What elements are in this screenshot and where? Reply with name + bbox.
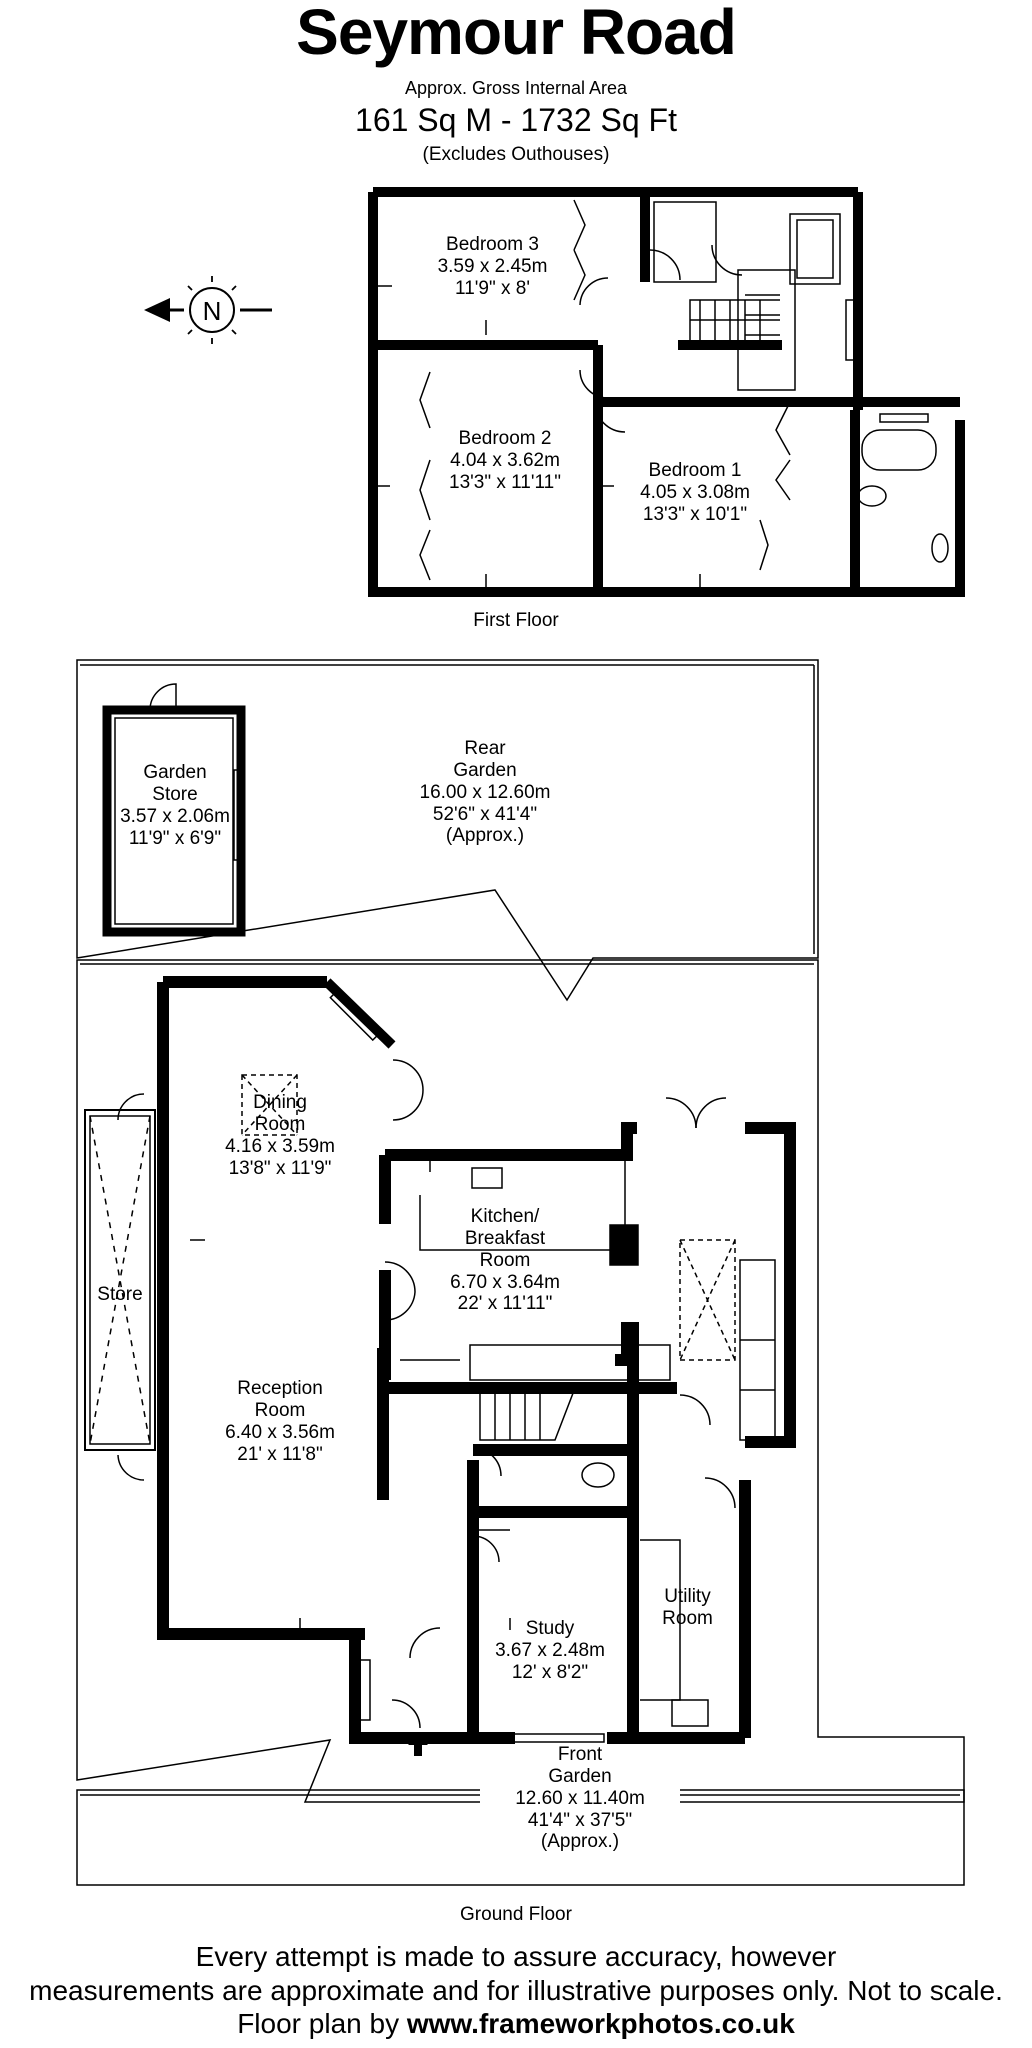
room-imperial: 13'3" x 11'11" [449, 471, 561, 493]
room-name: Store [97, 1284, 143, 1305]
room-imperial: 22' x 11'11" [457, 1293, 553, 1315]
garden-store-label: Garden Store 3.57 x 2.06m 11'9" x 6'9" [100, 762, 250, 849]
room-label-bedroom-3: Bedroom 3 3.59 x 2.45m 11'9" x 8' [400, 234, 585, 300]
room-metric: 4.16 x 3.59m [225, 1135, 335, 1157]
area-metric: 12.60 x 11.40m [515, 1787, 645, 1809]
room-imperial: 21' x 11'8" [237, 1443, 323, 1465]
room-label-reception: Reception Room 6.40 x 3.56m 21' x 11'8" [195, 1378, 365, 1465]
room-name: Utility [664, 1586, 711, 1607]
area-imperial: 41'4" x 37'5" [527, 1809, 633, 1831]
room-name: Bedroom 2 [458, 428, 552, 449]
gross-area-value: 161 Sq M - 1732 Sq Ft [355, 102, 677, 138]
disclaimer-line-2: measurements are approximate and for ill… [29, 1974, 1003, 2006]
room-label-bedroom-2: Bedroom 2 4.04 x 3.62m 13'3" x 11'11" [420, 428, 590, 494]
first-floor-plan [368, 187, 965, 597]
room-name-2: Room [254, 1399, 306, 1421]
room-metric: 6.40 x 3.56m [225, 1421, 335, 1443]
room-metric: 3.57 x 2.06m [120, 805, 230, 827]
gross-area-note: (Excludes Outhouses) [422, 144, 610, 165]
room-name-2: Breakfast [464, 1227, 546, 1249]
room-name: Study [525, 1618, 575, 1639]
room-metric: 6.70 x 3.64m [450, 1271, 560, 1293]
room-name: Dining [253, 1092, 307, 1113]
room-label-dining: Dining Room 4.16 x 3.59m 13'8" x 11'9" [195, 1092, 365, 1179]
room-name: Bedroom 1 [648, 460, 742, 481]
area-metric: 16.00 x 12.60m [419, 781, 551, 803]
ground-floor-caption: Ground Floor [460, 1904, 572, 1925]
room-label-utility: Utility Room [645, 1586, 730, 1630]
room-name: Bedroom 3 [446, 234, 539, 255]
room-label-kitchen: Kitchen/ Breakfast Room 6.70 x 3.64m 22'… [420, 1206, 590, 1315]
room-name-2: Store [152, 783, 198, 805]
room-name-3: Room [479, 1249, 531, 1271]
area-name: Rear [464, 738, 506, 759]
front-garden-label: Front Garden 12.60 x 11.40m 41'4" x 37'5… [480, 1744, 680, 1854]
room-metric: 3.67 x 2.48m [495, 1639, 605, 1661]
gross-area-label: Approx. Gross Internal Area [404, 78, 628, 98]
room-imperial: 13'8" x 11'9" [228, 1157, 332, 1179]
room-label-study: Study 3.67 x 2.48m 12' x 8'2" [470, 1618, 630, 1684]
compass-letter: N [203, 296, 222, 326]
garden-store-plan [102, 683, 246, 937]
room-name-2: Room [254, 1113, 306, 1135]
disclaimer: Every attempt is made to assure accuracy… [0, 1940, 1032, 2041]
room-imperial: 11'9" x 6'9" [128, 827, 222, 849]
room-metric: 3.59 x 2.45m [437, 255, 548, 277]
room-imperial: 12' x 8'2" [511, 1661, 589, 1683]
area-name-2: Garden [453, 759, 517, 781]
ground-floor-plan [76, 959, 965, 1886]
room-metric: 4.05 x 3.08m [640, 481, 750, 503]
room-metric: 4.04 x 3.62m [450, 449, 560, 471]
disclaimer-line-1: Every attempt is made to assure accuracy… [195, 1941, 837, 1972]
area-name: Front [557, 1744, 603, 1765]
rear-garden-outline [76, 659, 819, 1002]
rear-garden-label: Rear Garden 16.00 x 12.60m 52'6" x 41'4"… [385, 738, 585, 847]
room-label-store: Store [85, 1284, 155, 1306]
room-name-2: Room [662, 1607, 713, 1629]
area-note: (Approx.) [540, 1831, 620, 1853]
room-name: Garden [143, 762, 207, 783]
room-name: Kitchen/ [470, 1206, 540, 1227]
property-title: Seymour Road [296, 0, 737, 68]
area-imperial: 52'6" x 41'4" [432, 803, 538, 825]
room-name: Reception [237, 1378, 323, 1399]
area-note: (Approx.) [445, 825, 525, 847]
area-name-2: Garden [548, 1765, 612, 1787]
room-label-bedroom-1: Bedroom 1 4.05 x 3.08m 13'3" x 10'1" [610, 460, 780, 526]
website-link[interactable]: www.frameworkphotos.co.uk [406, 2008, 795, 2040]
first-floor-caption: First Floor [473, 610, 559, 631]
disclaimer-line-3: Floor plan by www.frameworkphotos.co.uk [0, 2007, 1032, 2041]
compass-rose-icon: N [144, 276, 272, 344]
credit-prefix: Floor plan by [237, 2008, 400, 2040]
room-imperial: 11'9" x 8' [455, 277, 530, 299]
room-imperial: 13'3" x 10'1" [642, 503, 748, 525]
